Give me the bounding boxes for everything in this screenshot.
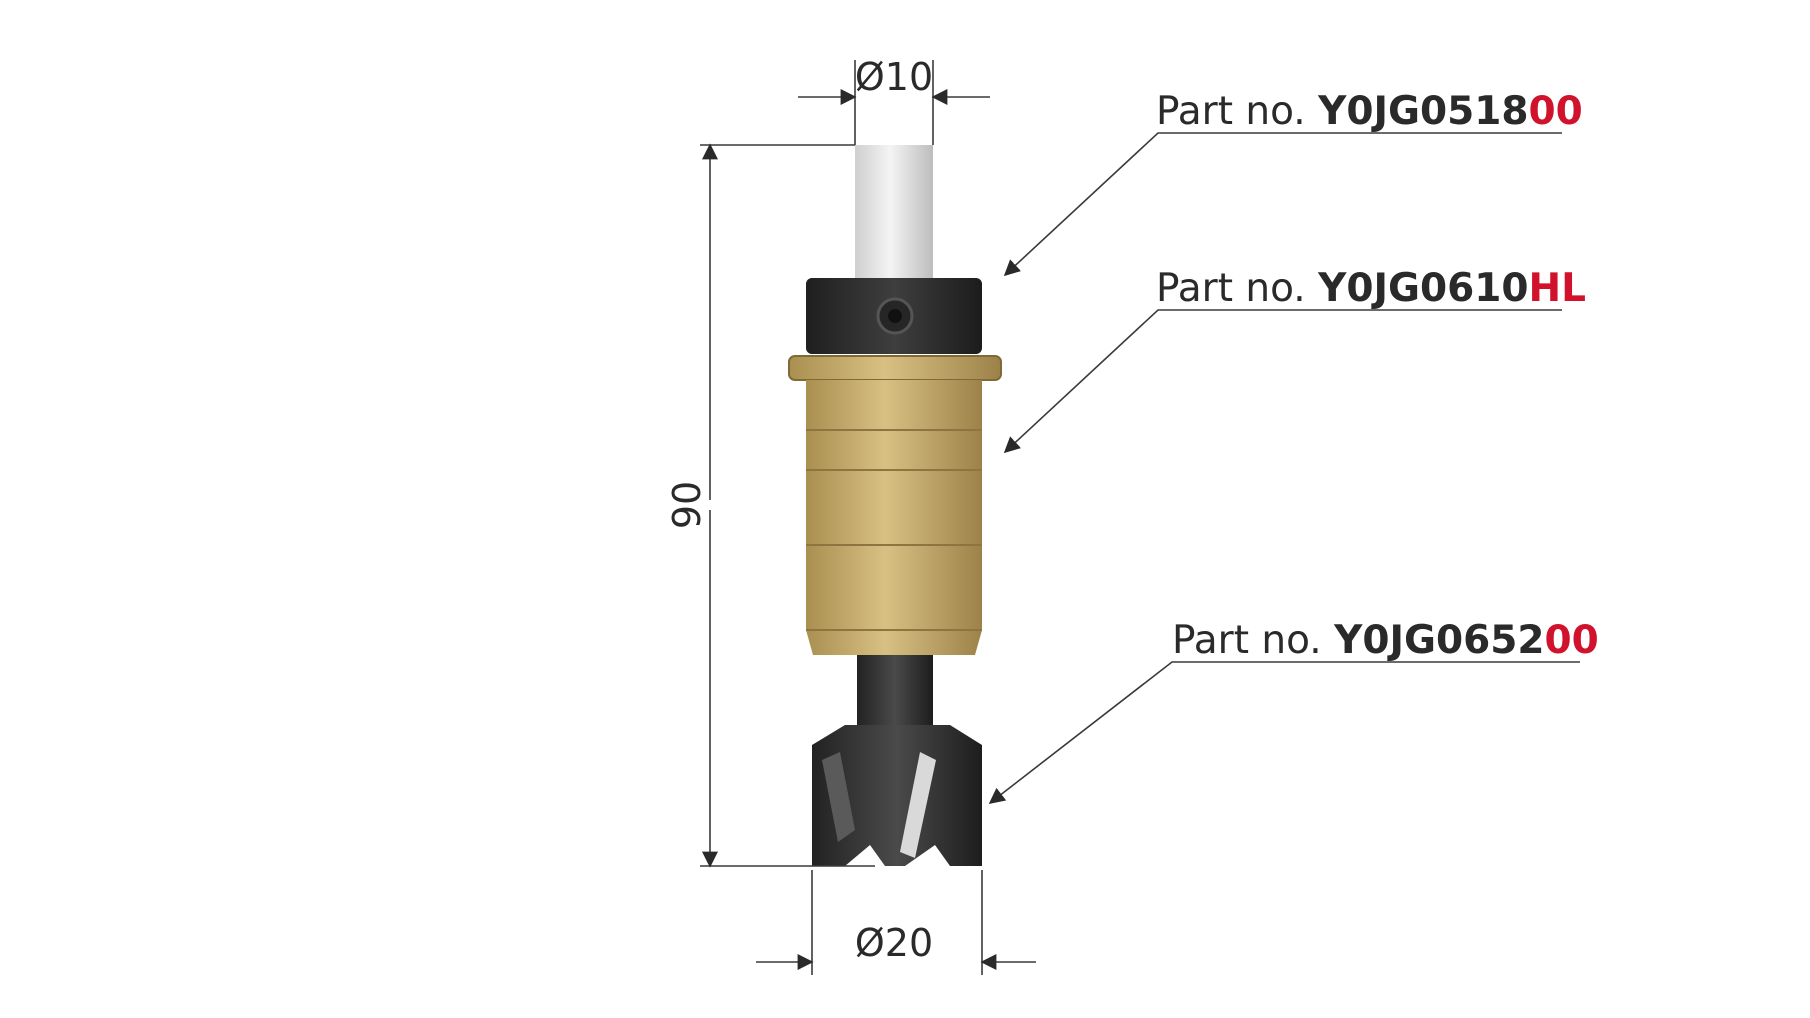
drill-bit-head [812, 725, 982, 866]
part-code-main: Y0JG0518 [1317, 89, 1528, 134]
part-label-bit: Part no. Y0JG065200 [1172, 618, 1599, 663]
part-code-suffix: 00 [1545, 618, 1599, 663]
part-code-main: Y0JG0652 [1333, 618, 1544, 663]
overall-length-label: 90 [665, 481, 709, 529]
depth-stop-sleeve [806, 380, 982, 655]
part-label-prefix: Part no. [1156, 266, 1306, 311]
tool-body [788, 145, 1002, 866]
bit-flute [900, 752, 936, 858]
bottom-diameter-label: Ø20 [855, 921, 933, 965]
shank [855, 145, 933, 280]
dimension-lines [700, 60, 1036, 975]
leader-lines [988, 132, 1580, 804]
part-label-prefix: Part no. [1172, 618, 1322, 663]
part-code-main: Y0JG0610 [1317, 266, 1528, 311]
part-code-suffix: HL [1529, 266, 1587, 311]
sleeve-flange [788, 355, 1002, 381]
part-label-prefix: Part no. [1156, 89, 1306, 134]
top-diameter-label: Ø10 [855, 55, 933, 99]
bit-neck [857, 655, 933, 730]
part-code-suffix: 00 [1529, 89, 1583, 134]
part-label-collar: Part no. Y0JG051800 [1156, 89, 1583, 134]
part-label-sleeve: Part no. Y0JG0610HL [1156, 266, 1586, 311]
